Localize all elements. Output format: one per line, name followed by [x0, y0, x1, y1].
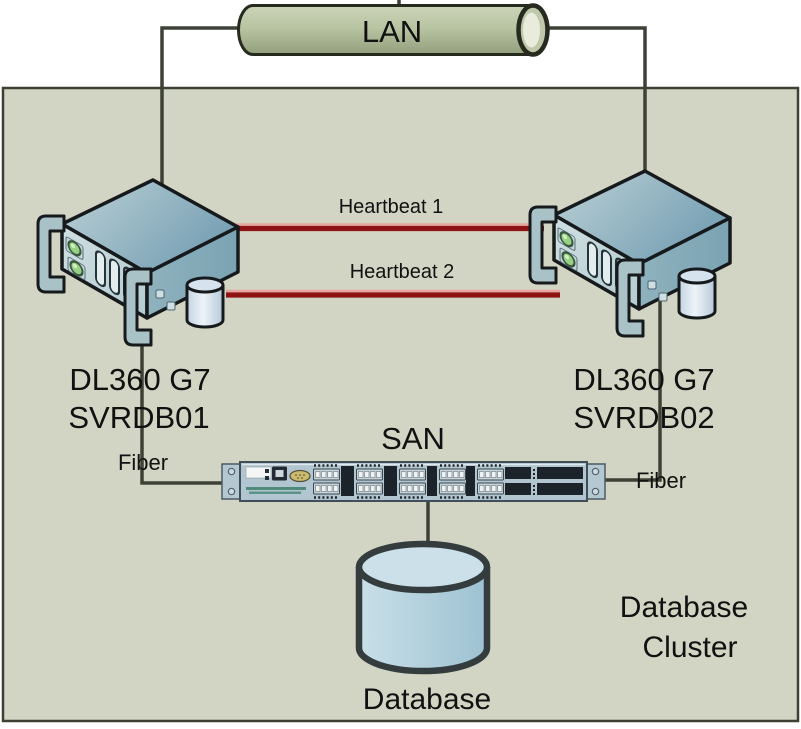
switch-fineprint-line1	[246, 487, 306, 490]
lan-pipe-body	[237, 4, 533, 56]
heartbeat2-label: Heartbeat 2	[350, 261, 455, 283]
fiber-left-label: Fiber	[118, 450, 168, 475]
lan-label: LAN	[362, 14, 422, 49]
blank-plate	[537, 483, 583, 495]
blank-plate	[505, 467, 531, 479]
blank-plate	[537, 467, 583, 479]
fiber-svrdb01-to-san-line	[140, 332, 224, 485]
heartbeat-links	[226, 223, 560, 298]
cluster-caption-line1: Database	[620, 591, 748, 624]
connector-lines	[140, 0, 662, 566]
san-label: SAN	[381, 421, 445, 456]
san-switch-label-plate	[245, 466, 272, 479]
san-switch-chassis	[239, 461, 588, 502]
switch-fineprint-line2	[249, 491, 301, 494]
fiber-right-label: Fiber	[636, 468, 686, 493]
database-cylinder-icon	[355, 540, 491, 675]
database-label: Database	[363, 683, 491, 716]
database-cylinder-body	[355, 567, 491, 675]
svrdb01-model-label: DL360 G7	[69, 362, 210, 397]
database-cylinder-top	[355, 540, 491, 594]
cluster-caption-line2: Cluster	[642, 631, 737, 664]
blank-plate	[505, 483, 531, 495]
fiber-svrdb02-to-san-line	[601, 292, 662, 482]
svrdb02-name-label: SVRDB02	[573, 400, 714, 435]
svrdb02-model-label: DL360 G7	[573, 362, 714, 397]
lan-node: LAN	[237, 3, 550, 57]
san-switch-icon	[221, 461, 606, 502]
serial-port-icon	[289, 469, 311, 483]
heartbeat1-label: Heartbeat 1	[339, 196, 444, 218]
lan-pipe-opening-highlight	[523, 12, 540, 48]
lan-to-svrdb02-line	[532, 26, 647, 195]
svrdb01-name-label: SVRDB01	[68, 400, 209, 435]
lan-to-svrdb01-line	[160, 26, 246, 200]
